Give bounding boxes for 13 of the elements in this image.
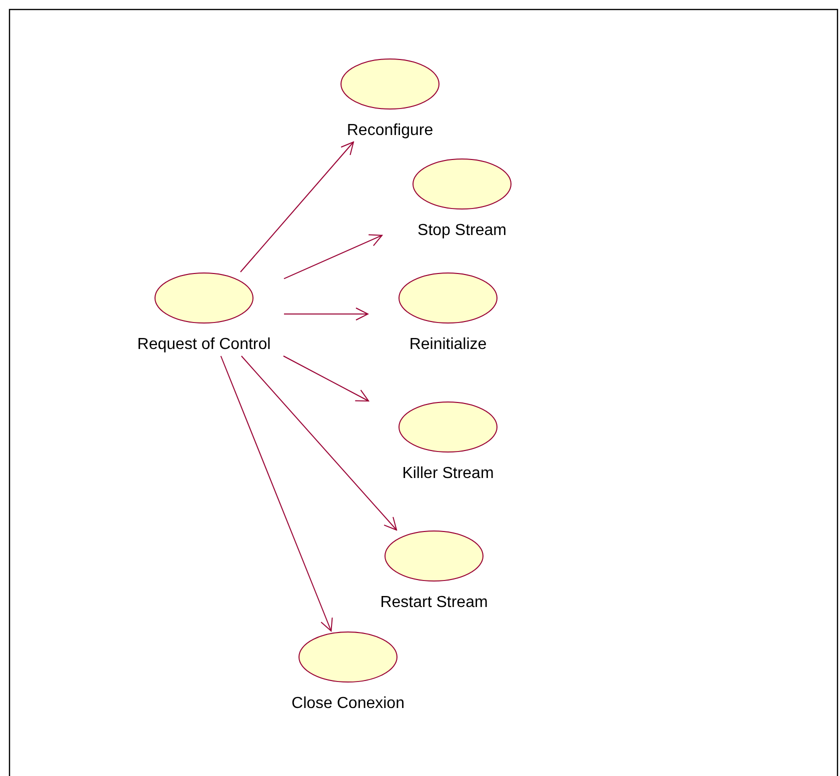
arrow	[220, 356, 333, 632]
arrow	[240, 356, 398, 530]
arrow	[284, 308, 368, 320]
use-case-label: Restart Stream	[379, 594, 489, 612]
arrow	[240, 142, 354, 272]
arrow	[282, 356, 370, 402]
arrow	[284, 234, 382, 280]
use-case-label: Reconfigure	[346, 122, 434, 140]
use-case-label: Killer Stream	[401, 465, 495, 483]
use-case-label: Close Conexion	[290, 695, 406, 713]
use-case-label: Request of Control	[136, 336, 272, 354]
use-case-label: Reinitialize	[408, 336, 488, 354]
use-case-label: Stop Stream	[416, 222, 508, 240]
